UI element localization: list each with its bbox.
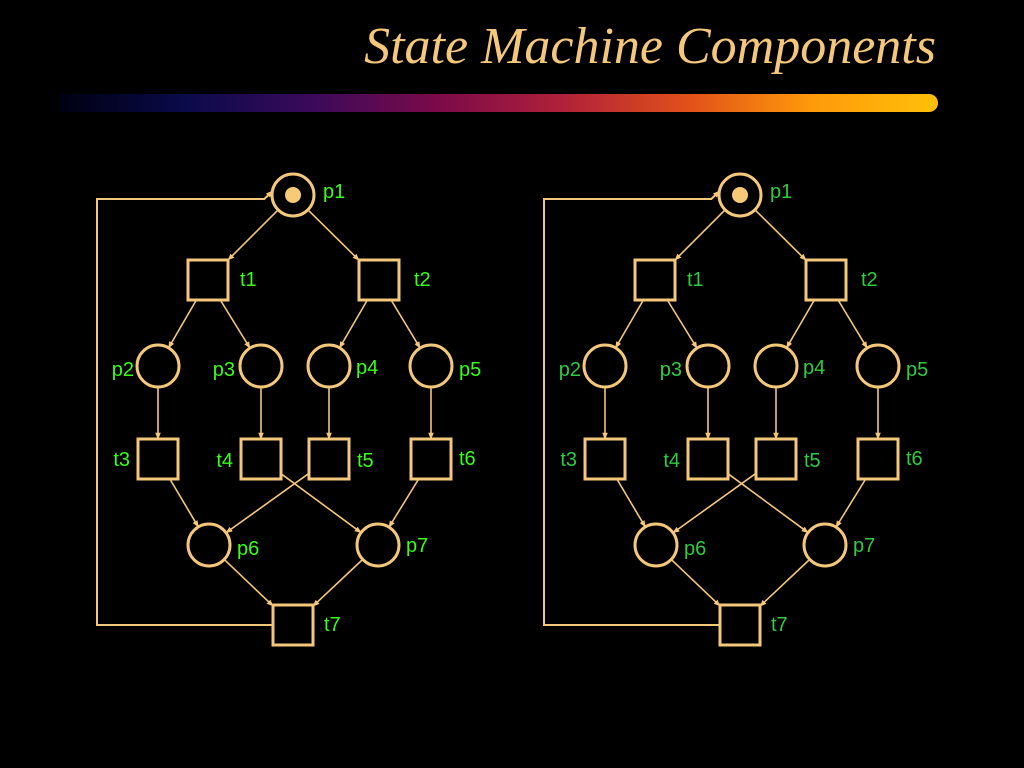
arc-t3-p6 [616,478,646,528]
arc-t2-p4 [785,299,816,349]
place-p7 [802,522,848,568]
transition-t4 [239,437,283,481]
slide-title: State Machine Components [364,18,936,75]
transition-label-t2: t2 [414,269,431,291]
place-label-p7: p7 [406,535,428,557]
transition-t6 [409,437,453,481]
arc-t7-p1-loop [96,190,274,626]
arc-p7-t7 [312,558,364,607]
arc-t7-p1-loop [543,190,721,626]
transition-t7 [718,603,762,647]
place-label-p3: p3 [660,359,682,381]
arc-t2-p5 [837,299,868,349]
transition-label-t7: t7 [324,614,341,636]
token-marker [732,187,748,203]
arc-p6-t7 [670,558,721,607]
place-label-p1: p1 [323,181,345,203]
arc-t5-p6 [672,472,757,534]
transition-label-t2: t2 [861,269,878,291]
transition-label-t4: t4 [663,450,680,472]
arc-t4-p7 [727,473,809,534]
arc-p1-t1 [674,209,726,261]
place-label-p3: p3 [213,359,235,381]
transition-label-t7: t7 [771,614,788,636]
arc-p1-t2 [754,209,807,261]
place-label-p5: p5 [459,359,481,381]
transition-t4 [686,437,730,481]
place-p2 [135,343,181,389]
transition-t1 [186,258,230,302]
place-p4 [306,343,352,389]
place-p3 [238,343,284,389]
arc-p6-t7 [223,558,274,607]
place-label-p5: p5 [906,359,928,381]
arc-t2-p4 [338,299,369,349]
title-underline-bar [60,94,938,112]
arc-p1-t1 [227,209,279,261]
arc-t1-p2 [614,299,645,349]
transition-label-t6: t6 [906,448,923,470]
place-label-p2: p2 [112,359,134,381]
arc-t5-p6 [225,472,310,534]
place-label-p1: p1 [770,181,792,203]
arc-t1-p3 [219,299,251,349]
arc-t2-p5 [390,299,421,349]
transition-t3 [136,437,180,481]
place-label-p6: p6 [237,538,259,560]
transition-label-t1: t1 [687,269,704,291]
arc-t3-p6 [169,478,199,528]
petri-net-right: p1 p2 p3 p4 p5 p6 p7 t1 t2 t3 t4 t5 t6 t7 [543,172,928,647]
transition-t2 [357,258,401,302]
place-p5 [408,343,454,389]
transition-label-t3: t3 [113,449,130,471]
transition-label-t6: t6 [459,448,476,470]
transition-label-t3: t3 [560,449,577,471]
place-p3 [685,343,731,389]
petri-net-left: p1 p2 p3 p4 p5 p6 p7 t1 t2 t3 t4 t5 t6 t7 [96,172,481,647]
place-label-p6: p6 [684,538,706,560]
place-p5 [855,343,901,389]
transition-t1 [633,258,677,302]
transition-t7 [271,603,315,647]
place-label-p2: p2 [559,359,581,381]
arc-p7-t7 [759,558,811,607]
arc-t1-p3 [666,299,698,349]
arc-t6-p7 [388,478,420,528]
arc-t6-p7 [835,478,867,528]
place-p6 [633,522,679,568]
place-p6 [186,522,232,568]
transition-label-t5: t5 [357,450,374,472]
transition-t3 [583,437,627,481]
transition-t6 [856,437,900,481]
place-p2 [582,343,628,389]
place-label-p7: p7 [853,535,875,557]
transition-t2 [804,258,848,302]
transition-t5 [307,437,351,481]
place-label-p4: p4 [356,357,378,379]
transition-label-t1: t1 [240,269,257,291]
transition-label-t5: t5 [804,450,821,472]
place-label-p4: p4 [803,357,825,379]
place-p7 [355,522,401,568]
arc-p1-t2 [307,209,360,261]
transition-t5 [754,437,798,481]
place-p4 [753,343,799,389]
token-marker [285,187,301,203]
arc-t1-p2 [167,299,198,349]
arc-t4-p7 [280,473,362,534]
transition-label-t4: t4 [216,450,233,472]
